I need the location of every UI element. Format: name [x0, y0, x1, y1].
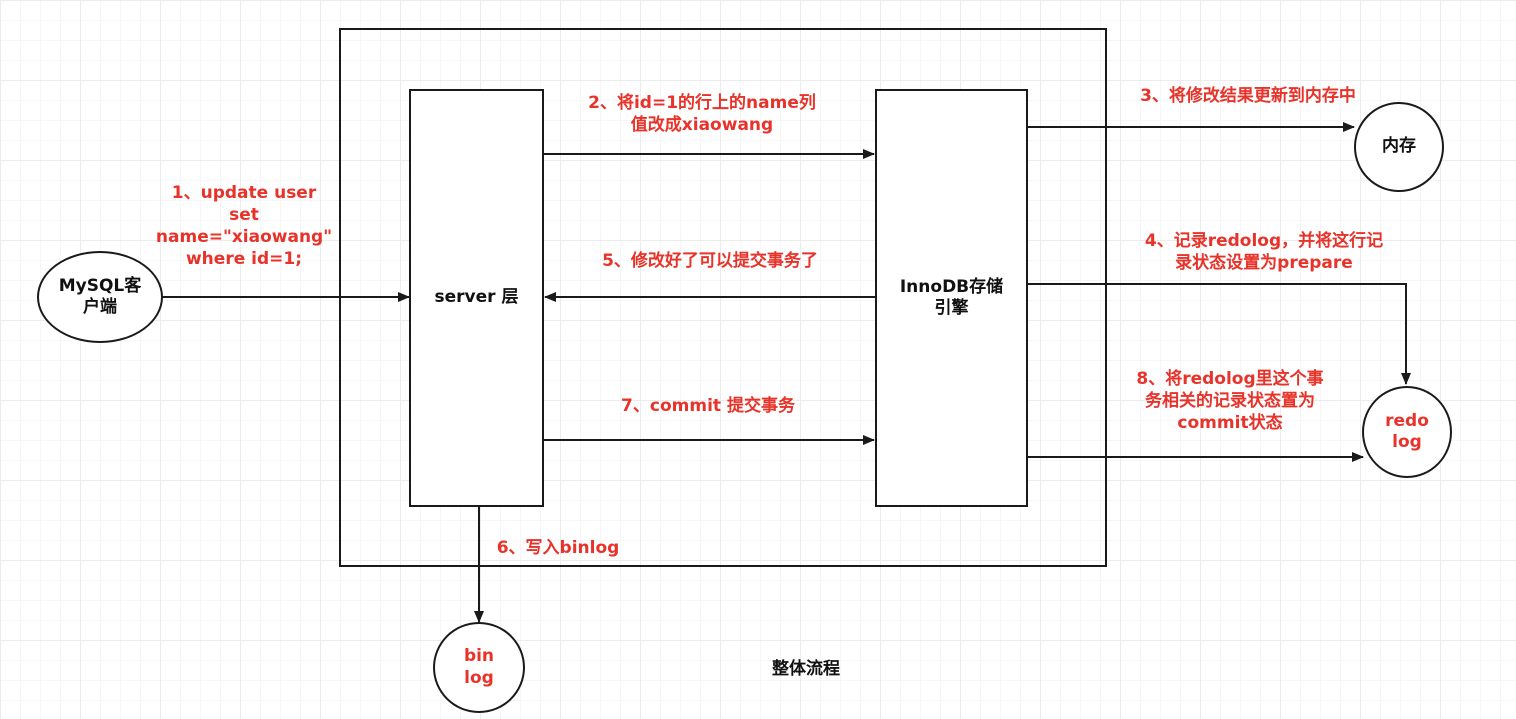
diagram-caption: 整体流程	[772, 659, 840, 679]
step-8-label: 8、将redolog里这个事 务相关的记录状态置为 commit状态	[1136, 368, 1323, 434]
innodb-engine-label: InnoDB存储 引擎	[875, 89, 1028, 507]
binlog-label-line-2: log	[464, 667, 494, 688]
server-layer-text: server 层	[434, 287, 519, 308]
step-4-line-1: 4、记录redolog，并将这行记	[1144, 231, 1384, 251]
step-5-label: 5、修改好了可以提交事务了	[602, 250, 818, 272]
memory-node: 内存	[1354, 102, 1444, 192]
step-6-label: 6、写入binlog	[497, 537, 620, 559]
arrow-innodb-to-redolog-prepare	[1027, 283, 1411, 385]
step-4-label: 4、记录redolog，并将这行记 录状态设置为prepare	[1145, 230, 1383, 274]
step-8-line-1: 8、将redolog里这个事	[1136, 369, 1324, 389]
step-7-label: 7、commit 提交事务	[621, 395, 795, 417]
step-1-label: 1、update user set name="xiaowang" where …	[156, 182, 332, 270]
step-7-line-1: 7、commit 提交事务	[621, 396, 795, 416]
step-8-line-3: commit状态	[1177, 413, 1283, 434]
step-1-line-2: set	[229, 205, 259, 226]
server-layer-label: server 层	[409, 89, 544, 507]
redolog-label-line-1: redo	[1385, 410, 1429, 431]
step-2-line-1: 2、将id=1的行上的name列	[588, 93, 816, 113]
server-layer-box	[409, 89, 544, 507]
mysql-client-node: MySQL客 户端	[37, 251, 163, 343]
client-label-line-1: MySQL客	[58, 275, 142, 296]
step-8-line-2: 务相关的记录状态置为	[1144, 391, 1315, 412]
innodb-engine-box	[875, 89, 1028, 507]
binlog-label-line-1: bin	[463, 646, 495, 667]
step-3-line-1: 3、将修改结果更新到内存中	[1140, 86, 1356, 106]
client-label-line-2: 户端	[83, 297, 117, 317]
bin-log-node: bin log	[433, 622, 525, 713]
step-1-line-1: 1、update user	[171, 183, 317, 203]
step-1-line-3: name="xiaowang"	[155, 227, 333, 248]
step-6-line-1: 6、写入binlog	[496, 538, 620, 558]
memory-label: 内存	[1382, 136, 1416, 157]
innodb-label-line-2: 引擎	[934, 298, 969, 318]
redo-log-node: redo log	[1362, 386, 1452, 478]
step-2-label: 2、将id=1的行上的name列 值改成xiaowang	[588, 92, 816, 136]
innodb-label-line-1: InnoDB存储	[899, 276, 1004, 297]
step-3-label: 3、将修改结果更新到内存中	[1140, 85, 1356, 107]
step-4-line-2: 录状态设置为prepare	[1175, 253, 1353, 274]
step-5-line-1: 5、修改好了可以提交事务了	[602, 251, 818, 271]
step-2-line-2: 值改成xiaowang	[630, 115, 774, 136]
step-1-line-4: where id=1;	[185, 249, 303, 270]
redolog-label-line-2: log	[1392, 432, 1422, 452]
